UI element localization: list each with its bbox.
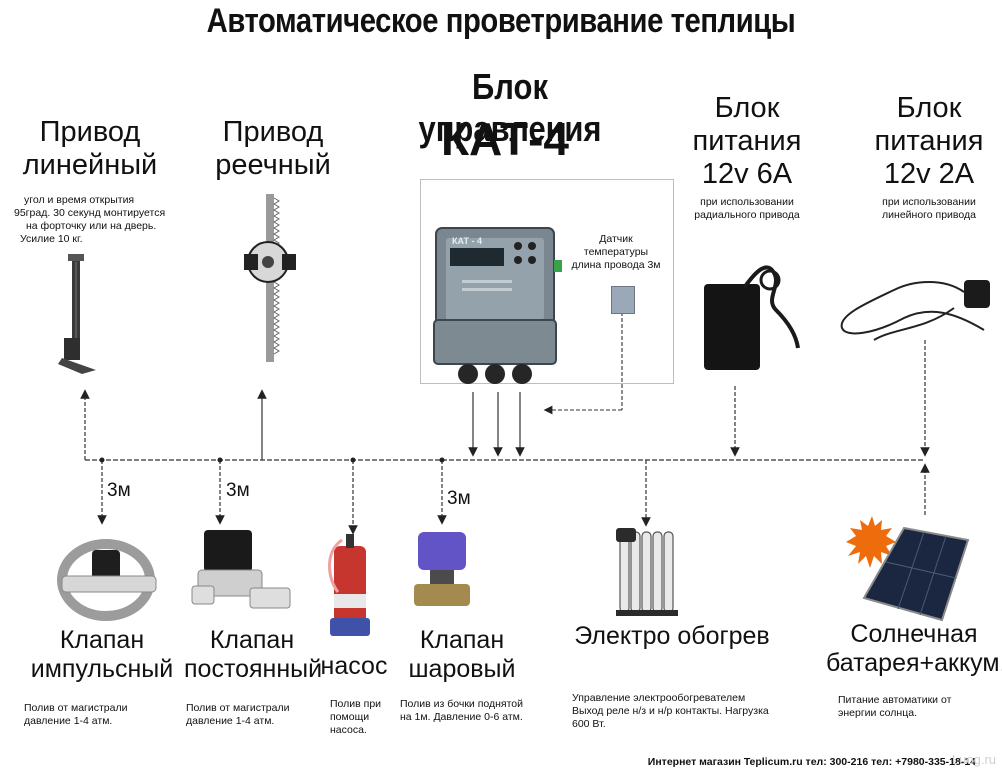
control-unit-image: [433, 227, 562, 384]
oil-heater-image: [616, 528, 678, 616]
control-unit-heading: Блок управления: [418, 66, 602, 149]
ball-valve-image: [414, 532, 470, 606]
temperature-sensor-icon: [611, 286, 635, 314]
distance-label-3: 3м: [447, 488, 471, 509]
pump-image: [328, 534, 370, 636]
page-title: Автоматическое проветривание теплицы: [206, 2, 796, 40]
temperature-sensor-label: Датчик температуры длина провода 3м: [571, 233, 661, 271]
distance-label-1: 3м: [107, 480, 131, 501]
psu-2a-title: Блок питания 12v 2A: [874, 92, 984, 190]
psu-6a-note: при использовании радиального привода: [694, 196, 800, 221]
solar-desc: Питание автоматики от энергии солнца.: [838, 694, 952, 719]
linear-drive-title: Привод линейный: [22, 116, 158, 181]
ball-valve-desc: Полив из бочки поднятой на 1м. Давление …: [400, 698, 524, 723]
pulse-valve-title: Клапан импульсный: [30, 626, 174, 683]
control-unit-frame: [420, 179, 674, 384]
psu-2a-note: при использовании линейного привода: [882, 196, 976, 221]
solar-title: Солнечная батарея+аккум..: [826, 620, 1002, 677]
linear-actuator-image: [58, 254, 96, 374]
constant-valve-image: [191, 530, 291, 609]
pump-desc: Полив при помощи насоса.: [330, 698, 382, 736]
control-unit-device-label: КАТ - 4: [452, 236, 483, 246]
psu-2a-image: [840, 280, 990, 341]
psu-6a-title: Блок питания 12v 6A: [692, 92, 802, 190]
psu-6a-image: [704, 265, 800, 370]
constant-valve-desc: Полив от магистрали давление 1-4 атм.: [186, 702, 290, 727]
heater-title: Электро обогрев: [574, 622, 770, 650]
constant-valve-title: Клапан постоянный: [184, 626, 323, 683]
ball-valve-title: Клапан шаровый: [408, 626, 516, 683]
footer-contacts: Интернет магазин Teplicum.ru тел: 300-21…: [647, 756, 976, 768]
solar-panel-image: [846, 516, 970, 622]
control-unit-model: КАТ-4: [440, 113, 569, 165]
heater-desc: Управление электрообогревателем Выход ре…: [572, 692, 769, 730]
pulse-valve-desc: Полив от магистрали давление 1-4 атм.: [24, 702, 128, 727]
pump-title: насос: [320, 652, 388, 680]
linear-drive-notes: угол и время открытия 95град. 30 секунд …: [14, 194, 166, 245]
rack-drive-image: [244, 194, 296, 362]
rack-drive-title: Привод реечный: [215, 116, 331, 181]
distance-label-2: 3м: [226, 480, 250, 501]
watermark: Luog.ru: [951, 752, 996, 767]
pulse-valve-image: [57, 539, 157, 621]
